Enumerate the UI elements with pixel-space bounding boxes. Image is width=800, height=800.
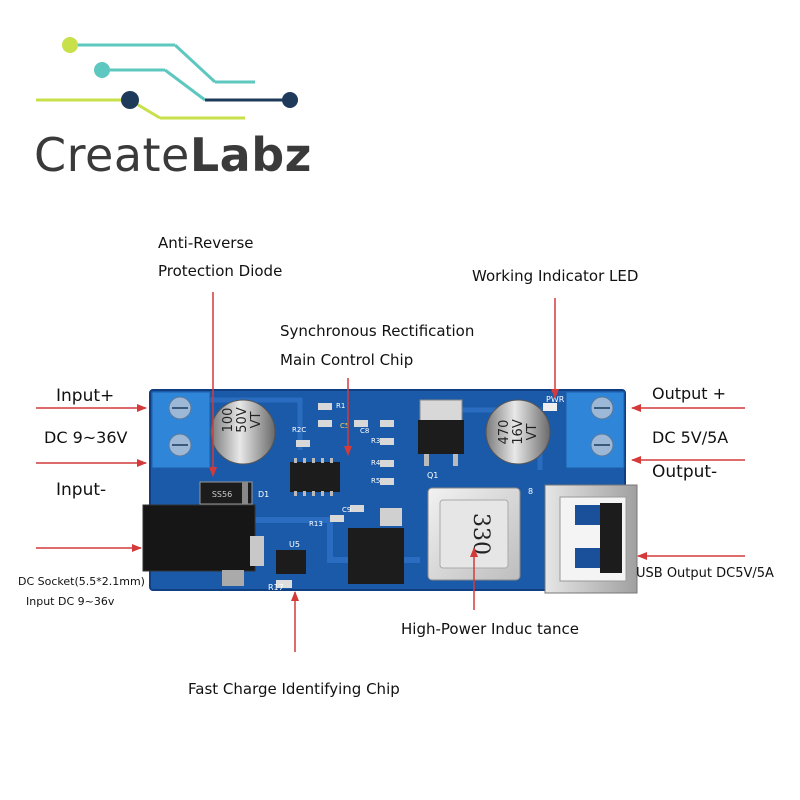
output-terminal-block <box>565 391 625 469</box>
cap-right-value: 470 <box>497 420 512 445</box>
label-sync-rect-2: Main Control Chip <box>280 351 414 369</box>
silk-r13: R13 <box>309 520 323 528</box>
input-capacitor: 100 50V VT <box>210 399 276 465</box>
label-input-plus: Input+ <box>56 386 115 406</box>
silk-r4: R4 <box>371 459 381 467</box>
cap-right-voltage: 16V <box>511 419 526 445</box>
label-inductance: High-Power Induc tance <box>401 620 580 638</box>
silk-c9: C9 <box>342 506 351 514</box>
label-output-spec: DC 5V/5A <box>652 428 729 447</box>
label-output-plus: Output + <box>652 384 727 403</box>
cap-right-brand: VT <box>525 424 540 441</box>
silk-r2c: R2C <box>292 426 306 434</box>
label-dc-socket-1: DC Socket(5.5*2.1mm) <box>18 575 145 588</box>
silk-r3: R3 <box>371 437 380 445</box>
output-capacitor: 470 16V VT <box>485 399 551 465</box>
power-inductor: 330 8 <box>427 487 533 581</box>
silk-pwr: PWR <box>546 395 565 404</box>
label-working-led: Working Indicator LED <box>472 267 639 285</box>
smd-passives <box>296 403 394 522</box>
indicator-led: PWR <box>543 395 565 411</box>
fast-charge-chip: U5 R17 <box>268 540 306 592</box>
silk-d1: D1 <box>258 490 269 499</box>
logo-circuit-icon <box>36 37 298 120</box>
mosfet-top: Q1 <box>418 399 464 480</box>
label-dc-socket-2: Input DC 9~36v <box>26 595 115 608</box>
silk-c8: C8 <box>360 427 369 435</box>
silk-8: 8 <box>528 487 533 496</box>
silk-u5: U5 <box>289 540 300 549</box>
synchronous-control-chip <box>290 458 340 496</box>
cap-left-voltage: 50V <box>235 407 250 433</box>
diode-marking: SS56 <box>212 490 232 499</box>
brand-light: Create <box>34 128 190 182</box>
label-usb-output: USB Output DC5V/5A <box>636 566 774 581</box>
label-input-range: DC 9~36V <box>44 428 128 447</box>
label-fast-charge: Fast Charge Identifying Chip <box>188 680 400 698</box>
inductor-value: 330 <box>468 513 493 555</box>
label-output-minus: Output- <box>652 462 718 482</box>
label-input-minus: Input- <box>56 480 107 500</box>
input-terminal-block <box>151 391 211 469</box>
usb-port <box>544 484 638 594</box>
brand-bold: Labz <box>189 128 312 182</box>
anti-reverse-diode: SS56 D1 <box>199 481 269 505</box>
silk-c5: C5 <box>340 422 349 430</box>
cap-left-brand: VT <box>249 412 264 429</box>
silk-r17: R17 <box>268 583 284 592</box>
label-anti-reverse-1: Anti-Reverse <box>158 234 254 252</box>
brand-logo-text: CreateLabz <box>34 128 312 182</box>
cap-left-value: 100 <box>221 408 236 433</box>
label-sync-rect-1: Synchronous Rectification <box>280 322 475 340</box>
silk-r1: R1 <box>336 402 345 410</box>
pcb-board: 100 50V VT 470 16V VT Q1 SS56 D1 <box>142 389 638 594</box>
silk-q1: Q1 <box>427 471 438 480</box>
callout-arrows <box>36 292 745 652</box>
silk-r5: R5 <box>371 477 380 485</box>
dc-barrel-jack <box>142 504 264 586</box>
mosfet-bottom <box>348 508 404 584</box>
label-anti-reverse-2: Protection Diode <box>158 262 283 280</box>
